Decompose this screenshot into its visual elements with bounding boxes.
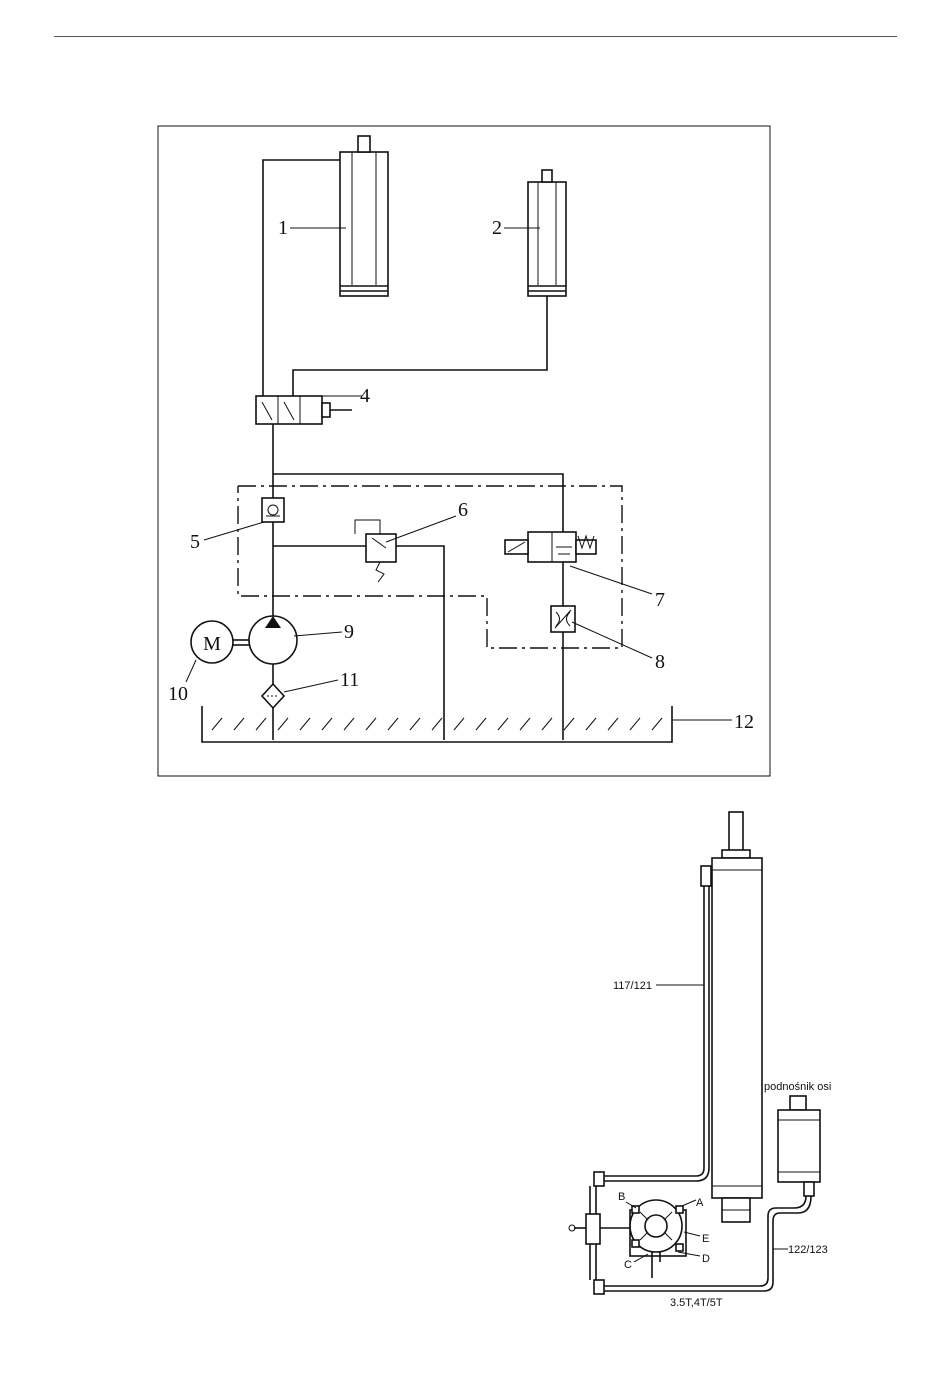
tank-hatch xyxy=(652,718,662,730)
tank-hatch xyxy=(322,718,332,730)
label-11: 11 xyxy=(340,669,359,691)
port-e-label: E xyxy=(702,1233,709,1245)
tank-hatch xyxy=(586,718,596,730)
label-10: 10 xyxy=(168,683,188,705)
tank-hatch xyxy=(344,718,354,730)
tank-hatch xyxy=(454,718,464,730)
schematic-frame xyxy=(158,126,770,776)
tank-hatch xyxy=(388,718,398,730)
cylinder-1 xyxy=(340,136,388,296)
label-2: 2 xyxy=(492,217,502,239)
tank-hatch xyxy=(608,718,618,730)
tank-hatch xyxy=(520,718,530,730)
directional-valve-4 xyxy=(256,396,352,424)
hose-122-123 xyxy=(594,1196,811,1294)
motor-letter: M xyxy=(203,633,221,655)
tank-hatch xyxy=(300,718,310,730)
tank-hatch xyxy=(630,718,640,730)
tank-hatch xyxy=(278,718,288,730)
tank-hatch xyxy=(564,718,574,730)
tank-hatch xyxy=(410,718,420,730)
label-12: 12 xyxy=(734,711,754,733)
label-9: 9 xyxy=(344,621,354,643)
label-4: 4 xyxy=(360,385,370,407)
label-6: 6 xyxy=(458,499,468,521)
hose-main-label: 117/121 xyxy=(613,980,652,992)
label-1: 1 xyxy=(278,217,288,239)
tank-hatch xyxy=(256,718,266,730)
tank-hatch xyxy=(542,718,552,730)
tank-hatch xyxy=(432,718,442,730)
filter-11 xyxy=(262,684,284,708)
throttle-valve-8 xyxy=(551,606,575,632)
capacity-label: 3.5T,4T/5T xyxy=(670,1297,723,1309)
check-valve-5 xyxy=(262,498,284,522)
tank-hatch xyxy=(498,718,508,730)
port-d-label: D xyxy=(702,1253,710,1265)
relief-valve-6 xyxy=(355,520,396,582)
cylinder-2 xyxy=(528,170,566,296)
label-8: 8 xyxy=(655,651,665,673)
tank-hatch xyxy=(476,718,486,730)
label-5: 5 xyxy=(190,531,200,553)
axle-lift-cylinder xyxy=(778,1096,820,1196)
port-b-label: B xyxy=(618,1191,625,1203)
main-cylinder xyxy=(712,812,762,1222)
solenoid-valve-7 xyxy=(505,532,596,562)
power-unit xyxy=(630,1200,686,1278)
axle-lift-label: podnośnik osi xyxy=(764,1081,831,1093)
tank-hatch xyxy=(234,718,244,730)
hose-axle-label: 122/123 xyxy=(788,1244,828,1256)
pump-9 xyxy=(249,616,297,664)
port-a-label: A xyxy=(696,1197,704,1209)
hose-117-121 xyxy=(594,866,711,1186)
port-c-label: C xyxy=(624,1259,632,1271)
tank-hatch xyxy=(366,718,376,730)
tank-hatch xyxy=(212,718,222,730)
label-7: 7 xyxy=(655,589,665,611)
